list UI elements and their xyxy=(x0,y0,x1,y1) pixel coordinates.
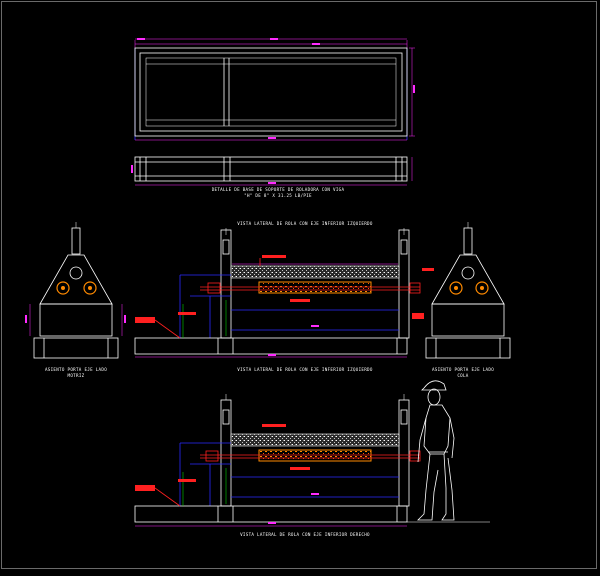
detail-title-line1: DETALLE DE BASE DE SOPORTE DE ROLADORA C… xyxy=(212,187,345,192)
lateral-view-right-axis xyxy=(134,394,490,527)
worker-scale-figure xyxy=(417,380,455,521)
lateral-view-label-middle: VISTA LATERAL DE ROLA CON EJE INFERIOR I… xyxy=(237,367,373,372)
right-end-label-line1: ASIENTO PORTA EJE LADO xyxy=(432,367,494,372)
lateral-view-label-top: VISTA LATERAL DE ROLA CON EJE INFERIOR I… xyxy=(237,221,373,226)
left-end-label-line1: ASIENTO PORTA EJE LADO xyxy=(45,367,107,372)
lateral-view-label-bottom: VISTA LATERAL DE ROLA CON EJE INFERIOR D… xyxy=(240,532,370,537)
detail-title-line2: "H" DE 8" X 31.25 LB/PIE xyxy=(244,193,312,198)
base-elevation-view xyxy=(131,156,413,186)
right-end-view-tail xyxy=(412,222,511,359)
lateral-view-left-axis xyxy=(134,228,421,358)
right-end-label-line2: COLA xyxy=(457,373,468,378)
left-end-view-motor xyxy=(25,222,126,359)
left-end-label-line2: MOTRIZ xyxy=(68,373,85,378)
plan-view-base xyxy=(134,38,415,141)
